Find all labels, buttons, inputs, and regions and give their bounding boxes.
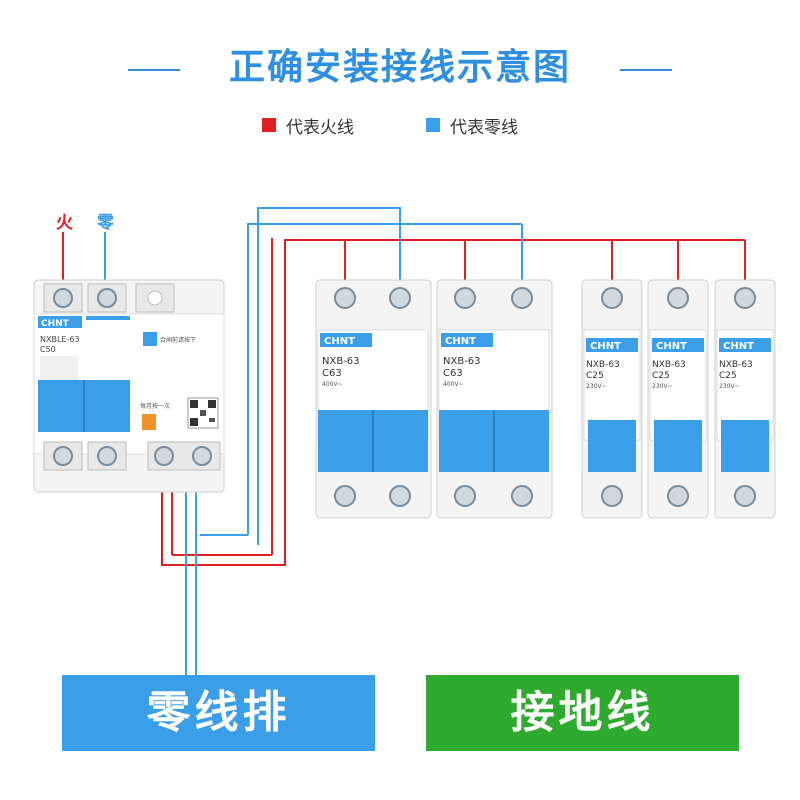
neutral-drop-1	[257, 207, 401, 545]
breaker-1-model: NXB-63	[322, 356, 360, 367]
breaker-2-brand: CHNT	[445, 336, 476, 347]
breaker-4-brand: CHNT	[656, 341, 687, 352]
breaker-3-rating: C25	[586, 371, 604, 381]
legend-live: 代表火线	[262, 114, 354, 138]
breaker-3-model: NXB-63	[586, 360, 620, 370]
breaker-4: CHNT NXB-63 C25 230V~	[647, 279, 709, 519]
breaker-4-toggle[interactable]	[654, 420, 702, 472]
live-main-wire	[161, 239, 745, 566]
rcbo-bottom-terminals	[43, 441, 221, 471]
neutral-bar: 零线排	[62, 675, 375, 751]
breaker-3: CHNT NXB-63 C25 230V~	[581, 279, 643, 519]
breaker-5-toggle[interactable]	[721, 420, 769, 472]
breaker-1-rating: C63	[322, 368, 342, 379]
rcbo-reset-button[interactable]	[143, 332, 157, 346]
legend-live-label: 代表火线	[286, 117, 354, 138]
rcbo-note-2: 每月按一次	[140, 402, 170, 410]
page-title: 正确安装接线示意图	[228, 47, 571, 88]
rcbo-top-terminals	[43, 283, 175, 313]
breaker-2-model: NXB-63	[443, 356, 481, 367]
breaker-5-rating: C25	[719, 371, 737, 381]
breaker-3-brand: CHNT	[590, 341, 621, 352]
breaker-5-voltage: 230V~	[719, 383, 740, 390]
neutral-bus	[247, 223, 522, 535]
breaker-2-rating: C63	[443, 368, 463, 379]
neutral-wire-label: 零	[97, 213, 114, 233]
title-line-right	[620, 69, 672, 71]
breaker-3-toggle[interactable]	[588, 420, 636, 472]
rcbo-device: CHNT NXBLE-63 C50 合闸前请按下 每月按一次	[33, 279, 225, 493]
qr-code-icon	[187, 397, 219, 429]
breaker-2-voltage: 400V~	[443, 381, 464, 388]
rcbo-rating: C50	[40, 345, 56, 354]
breaker-4-voltage: 230V~	[652, 383, 673, 390]
breaker-3-voltage: 230V~	[586, 383, 607, 390]
neutral-swatch-icon	[426, 118, 440, 132]
breaker-4-rating: C25	[652, 371, 670, 381]
title-line-left	[128, 69, 180, 71]
legend-neutral: 代表零线	[426, 114, 518, 138]
ground-bar: 接地线	[426, 675, 739, 751]
legend-neutral-label: 代表零线	[450, 117, 518, 138]
live-swatch-icon	[262, 118, 276, 132]
breaker-5-model: NXB-63	[719, 360, 753, 370]
breaker-4-model: NXB-63	[652, 360, 686, 370]
rcbo-note-1: 合闸前请按下	[160, 336, 196, 344]
rcbo-brand: CHNT	[41, 319, 70, 329]
live-wire-label: 火	[56, 213, 73, 233]
breaker-5-brand: CHNT	[723, 341, 754, 352]
breaker-1-brand: CHNT	[324, 336, 355, 347]
breaker-2: CHNT NXB-63 C63 400V~	[436, 279, 553, 519]
breaker-5: CHNT NXB-63 C25 230V~	[714, 279, 776, 519]
rcbo-test-button[interactable]	[142, 414, 156, 430]
breaker-1: CHNT NXB-63 C63 400V~	[315, 279, 432, 519]
rcbo-model: NXBLE-63	[40, 335, 80, 344]
breaker-1-voltage: 400V~	[322, 381, 343, 388]
